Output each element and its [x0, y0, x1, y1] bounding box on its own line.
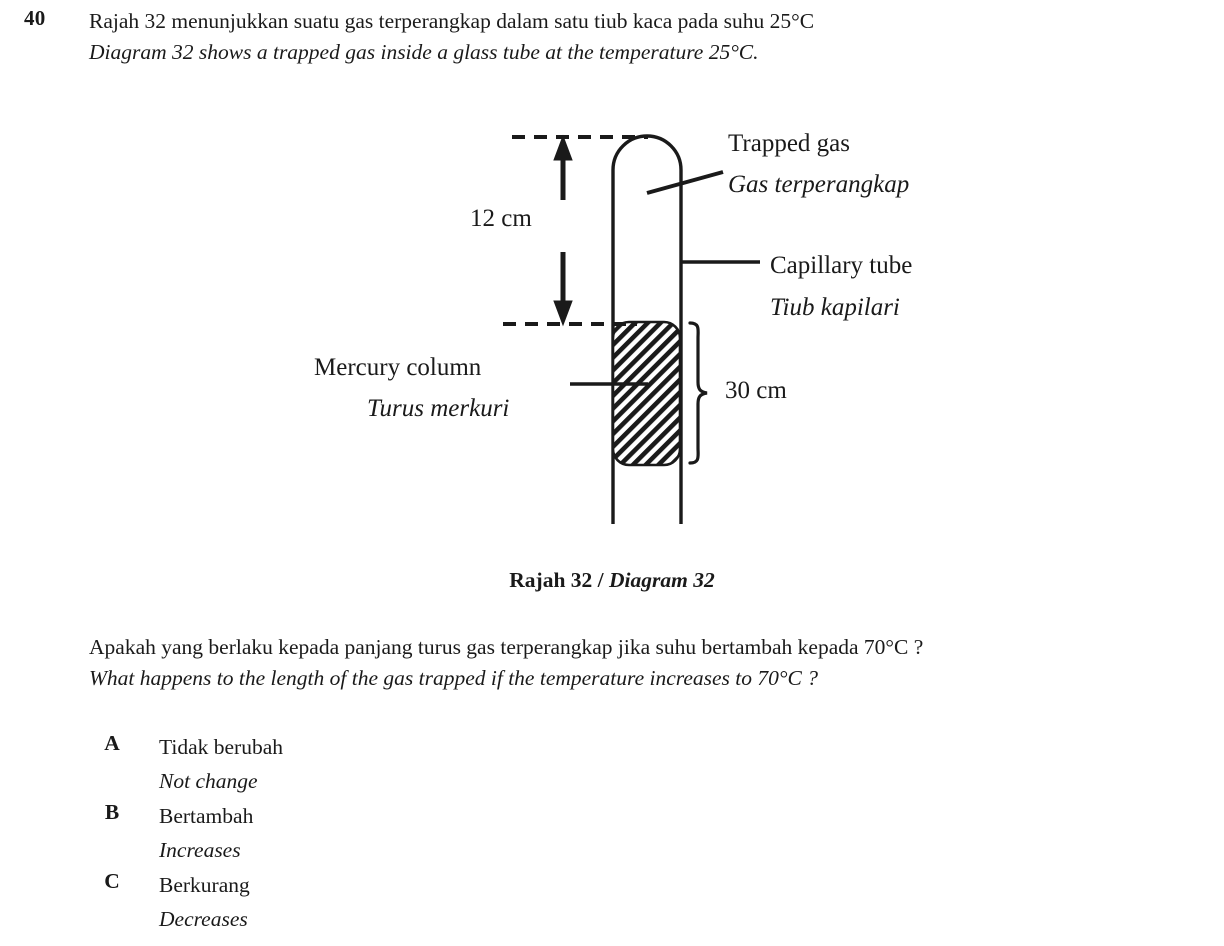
question-number: 40	[24, 6, 46, 30]
option-letter-c: C	[104, 869, 120, 893]
capillary-tube-label-english: Capillary tube	[770, 252, 913, 279]
option-a-english: Not change	[159, 768, 258, 793]
dimension-guide-lines	[503, 135, 648, 326]
capillary-tube-shape	[611, 134, 683, 524]
trapped-gas-leader-line	[646, 170, 724, 195]
trapped-gas-label-malay: Gas terperangkap	[728, 171, 910, 198]
mercury-column-label-malay: Turus merkuri	[367, 395, 510, 422]
option-a-malay: Tidak berubah	[159, 735, 284, 759]
option-c-malay: Berkurang	[159, 873, 250, 897]
gas-length-dimension-label: 12 cm	[470, 205, 532, 232]
option-c-english: Decreases	[159, 906, 248, 931]
trapped-gas-label-english: Trapped gas	[728, 130, 850, 157]
answer-option-b[interactable]: B Bertambah Increases	[97, 800, 697, 867]
diagram-caption-malay: Rajah 32 /	[509, 568, 610, 592]
diagram-caption: Rajah 32 / Diagram 32	[0, 568, 1224, 593]
diagram-caption-english: Diagram 32	[609, 568, 715, 592]
mercury-column-shape	[611, 320, 682, 467]
mercury-length-dimension-label: 30 cm	[725, 377, 787, 404]
option-b-malay: Bertambah	[159, 804, 254, 828]
option-letter-b: B	[104, 800, 120, 824]
question-stem-text: Rajah 32 menunjukkan suatu gas terperang…	[89, 6, 1189, 68]
answer-option-a[interactable]: A Tidak berubah Not change	[97, 731, 697, 798]
question-prompt: Apakah yang berlaku kepada panjang turus…	[89, 632, 1209, 694]
mercury-column-label-english: Mercury column	[314, 354, 482, 381]
answer-options-list: A Tidak berubah Not change B Bertambah I…	[97, 731, 697, 938]
gas-length-dimension-arrow	[553, 134, 573, 327]
option-letter-a: A	[104, 731, 120, 755]
mercury-length-brace	[688, 321, 708, 465]
question-stem-malay: Rajah 32 menunjukkan suatu gas terperang…	[89, 9, 815, 33]
capillary-tube-label-malay: Tiub kapilari	[770, 294, 900, 321]
answer-option-c[interactable]: C Berkurang Decreases	[97, 869, 697, 936]
question-prompt-english: What happens to the length of the gas tr…	[89, 666, 818, 690]
option-b-english: Increases	[159, 837, 241, 862]
question-stem-english: Diagram 32 shows a trapped gas inside a …	[89, 40, 759, 64]
question-prompt-malay: Apakah yang berlaku kepada panjang turus…	[89, 635, 924, 659]
